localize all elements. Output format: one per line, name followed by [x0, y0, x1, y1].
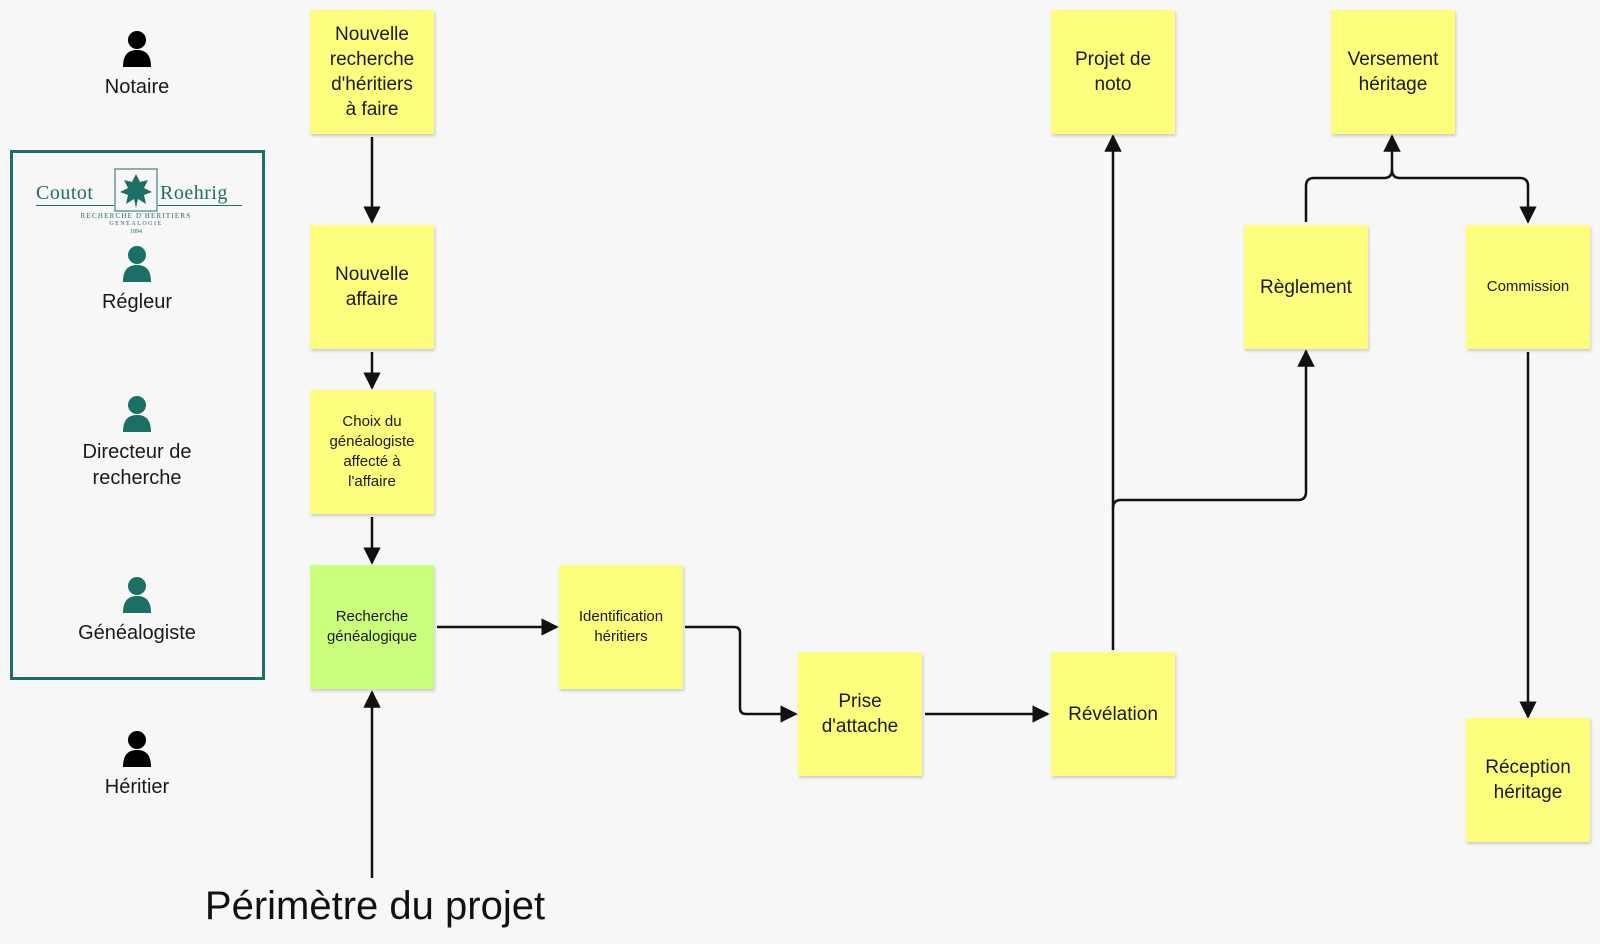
actor-label: Régleur — [101, 291, 173, 313]
person-icon — [123, 246, 151, 282]
node-label: Nouvelle recherche d'héritiers à faire — [329, 24, 415, 120]
actor-regleur: Régleur — [37, 245, 237, 315]
person-icon — [123, 31, 151, 67]
node-projet-noto[interactable]: Projet de noto — [1051, 10, 1175, 134]
node-label: Commission — [1486, 278, 1570, 295]
node-nouvelle-affaire[interactable]: Nouvelle affaire — [310, 225, 434, 349]
person-icon — [123, 396, 151, 432]
node-label: Identification héritiers — [578, 608, 664, 645]
node-identification-heritiers[interactable]: Identification héritiers — [559, 565, 683, 689]
logo-tagline: RECHERCHE D'HERITIERS — [80, 212, 192, 220]
actor-directeur-recherche: Directeur de recherche — [37, 395, 237, 491]
logo-name-left: Coutot — [36, 182, 94, 204]
node-commission[interactable]: Commission — [1466, 225, 1590, 349]
node-reception-heritage[interactable]: Réception héritage — [1466, 718, 1590, 842]
node-label: Révélation — [1068, 703, 1158, 725]
node-recherche-genealogique[interactable]: Recherche généalogique — [310, 565, 434, 689]
person-icon — [123, 731, 151, 767]
edge-identification-to-prise — [685, 625, 798, 723]
leaf-emblem-icon — [114, 168, 158, 212]
logo-rule-left — [36, 205, 114, 206]
node-reglement[interactable]: Règlement — [1244, 225, 1368, 349]
edge-versement-to-commission — [1390, 169, 1537, 224]
logo-name-right: Roehrig — [160, 182, 228, 204]
actor-label: Notaire — [104, 76, 170, 98]
node-label: Projet de noto — [1074, 49, 1152, 95]
actor-genealogiste: Généalogiste — [37, 576, 237, 646]
node-prise-attache[interactable]: Prise d'attache — [798, 652, 922, 776]
logo-year: 1894 — [130, 229, 142, 235]
node-label: Prise d'attache — [821, 691, 899, 737]
logo-rule-right — [158, 205, 242, 206]
person-icon — [123, 577, 151, 613]
node-label: Réception héritage — [1485, 757, 1571, 803]
node-label: Règlement — [1260, 276, 1352, 298]
node-choix-genealogiste[interactable]: Choix du généalogiste affecté à l'affair… — [310, 390, 434, 514]
company-logo: Coutot Roehrig RECHERCHE D'HERITIERS GEN… — [36, 168, 242, 238]
node-versement-heritage[interactable]: Versement héritage — [1331, 10, 1455, 134]
logo-subtagline: GENEALOGIE — [109, 221, 163, 227]
actor-label: Directeur de recherche — [82, 441, 192, 489]
internal-team-frame — [10, 150, 265, 680]
actor-notaire: Notaire — [37, 30, 237, 100]
actor-label: Héritier — [104, 776, 170, 798]
node-revelation[interactable]: Révélation — [1051, 652, 1175, 776]
node-label: Nouvelle affaire — [335, 264, 409, 310]
node-nouvelle-recherche[interactable]: Nouvelle recherche d'héritiers à faire — [310, 10, 434, 134]
edge-revelation-to-reglement — [1111, 349, 1315, 509]
actor-label: Généalogiste — [78, 622, 196, 644]
edge-reglement-to-versement — [1304, 134, 1401, 222]
node-label: Recherche généalogique — [326, 608, 418, 645]
actor-heritier: Héritier — [37, 730, 237, 800]
node-label: Choix du généalogiste affecté à l'affair… — [329, 413, 415, 490]
scope-label: Périmètre du projet — [204, 884, 546, 928]
node-label: Versement héritage — [1347, 49, 1439, 95]
